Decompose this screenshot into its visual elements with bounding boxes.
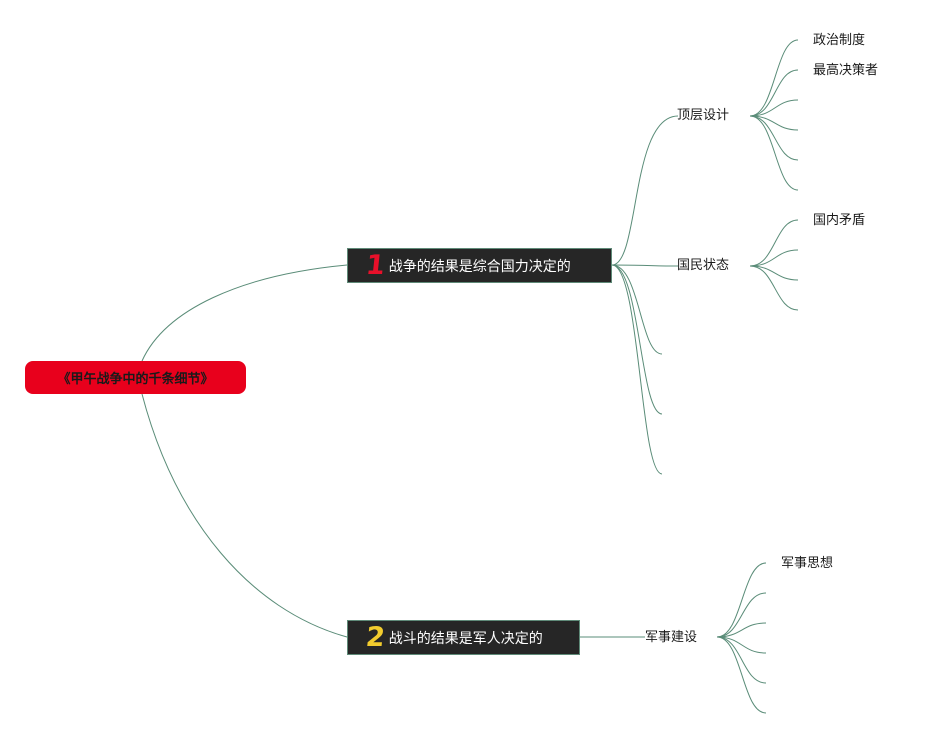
link-b1-national (611, 264, 679, 267)
leaf-domestic-contradictions[interactable]: 国内矛盾 (813, 213, 866, 228)
link-national-c3 (749, 265, 799, 281)
leaf-military-thought[interactable]: 军事思想 (781, 556, 834, 571)
topic-number-2: 2 (364, 622, 387, 653)
link-national-c2 (749, 249, 799, 267)
link-military-c2 (716, 592, 767, 638)
link-military-c4 (716, 636, 767, 654)
root-topic[interactable]: 《甲午战争中的千条细节》 (25, 361, 246, 394)
link-national-c4 (749, 265, 799, 311)
link-root-branch-2 (141, 393, 348, 638)
main-topic-1[interactable]: 1 战争的结果是综合国力决定的 (347, 248, 612, 283)
link-b1-empty-2 (611, 264, 663, 415)
link-b1-empty-1 (611, 264, 663, 355)
topic-number-1: 1 (364, 250, 387, 281)
leaf-political-system[interactable]: 政治制度 (813, 33, 866, 48)
link-topdesign-c1 (749, 39, 799, 117)
link-b1-topdesign (611, 115, 679, 266)
link-topdesign-c3 (749, 99, 799, 117)
subtopic-military-construction[interactable]: 军事建设 (645, 630, 698, 645)
link-military-c6 (716, 636, 767, 714)
subtopic-top-design[interactable]: 顶层设计 (677, 108, 730, 123)
link-root-branch-1 (141, 264, 348, 362)
link-military-c5 (716, 636, 767, 684)
link-military-c1 (716, 562, 767, 638)
link-b1-empty-3 (611, 264, 663, 475)
link-national-c1 (749, 219, 799, 267)
link-topdesign-c2 (749, 69, 799, 117)
main-topic-1-label: 战争的结果是综合国力决定的 (388, 258, 571, 275)
root-topic-label: 《甲午战争中的千条细节》 (57, 372, 214, 387)
main-topic-2[interactable]: 2 战斗的结果是军人决定的 (347, 620, 580, 655)
link-military-c3 (716, 622, 767, 638)
main-topic-2-label: 战斗的结果是军人决定的 (388, 630, 543, 647)
leaf-supreme-decision-maker[interactable]: 最高决策者 (813, 63, 879, 78)
subtopic-national-state[interactable]: 国民状态 (677, 258, 730, 273)
link-topdesign-c6 (749, 115, 799, 191)
link-topdesign-c5 (749, 115, 799, 161)
